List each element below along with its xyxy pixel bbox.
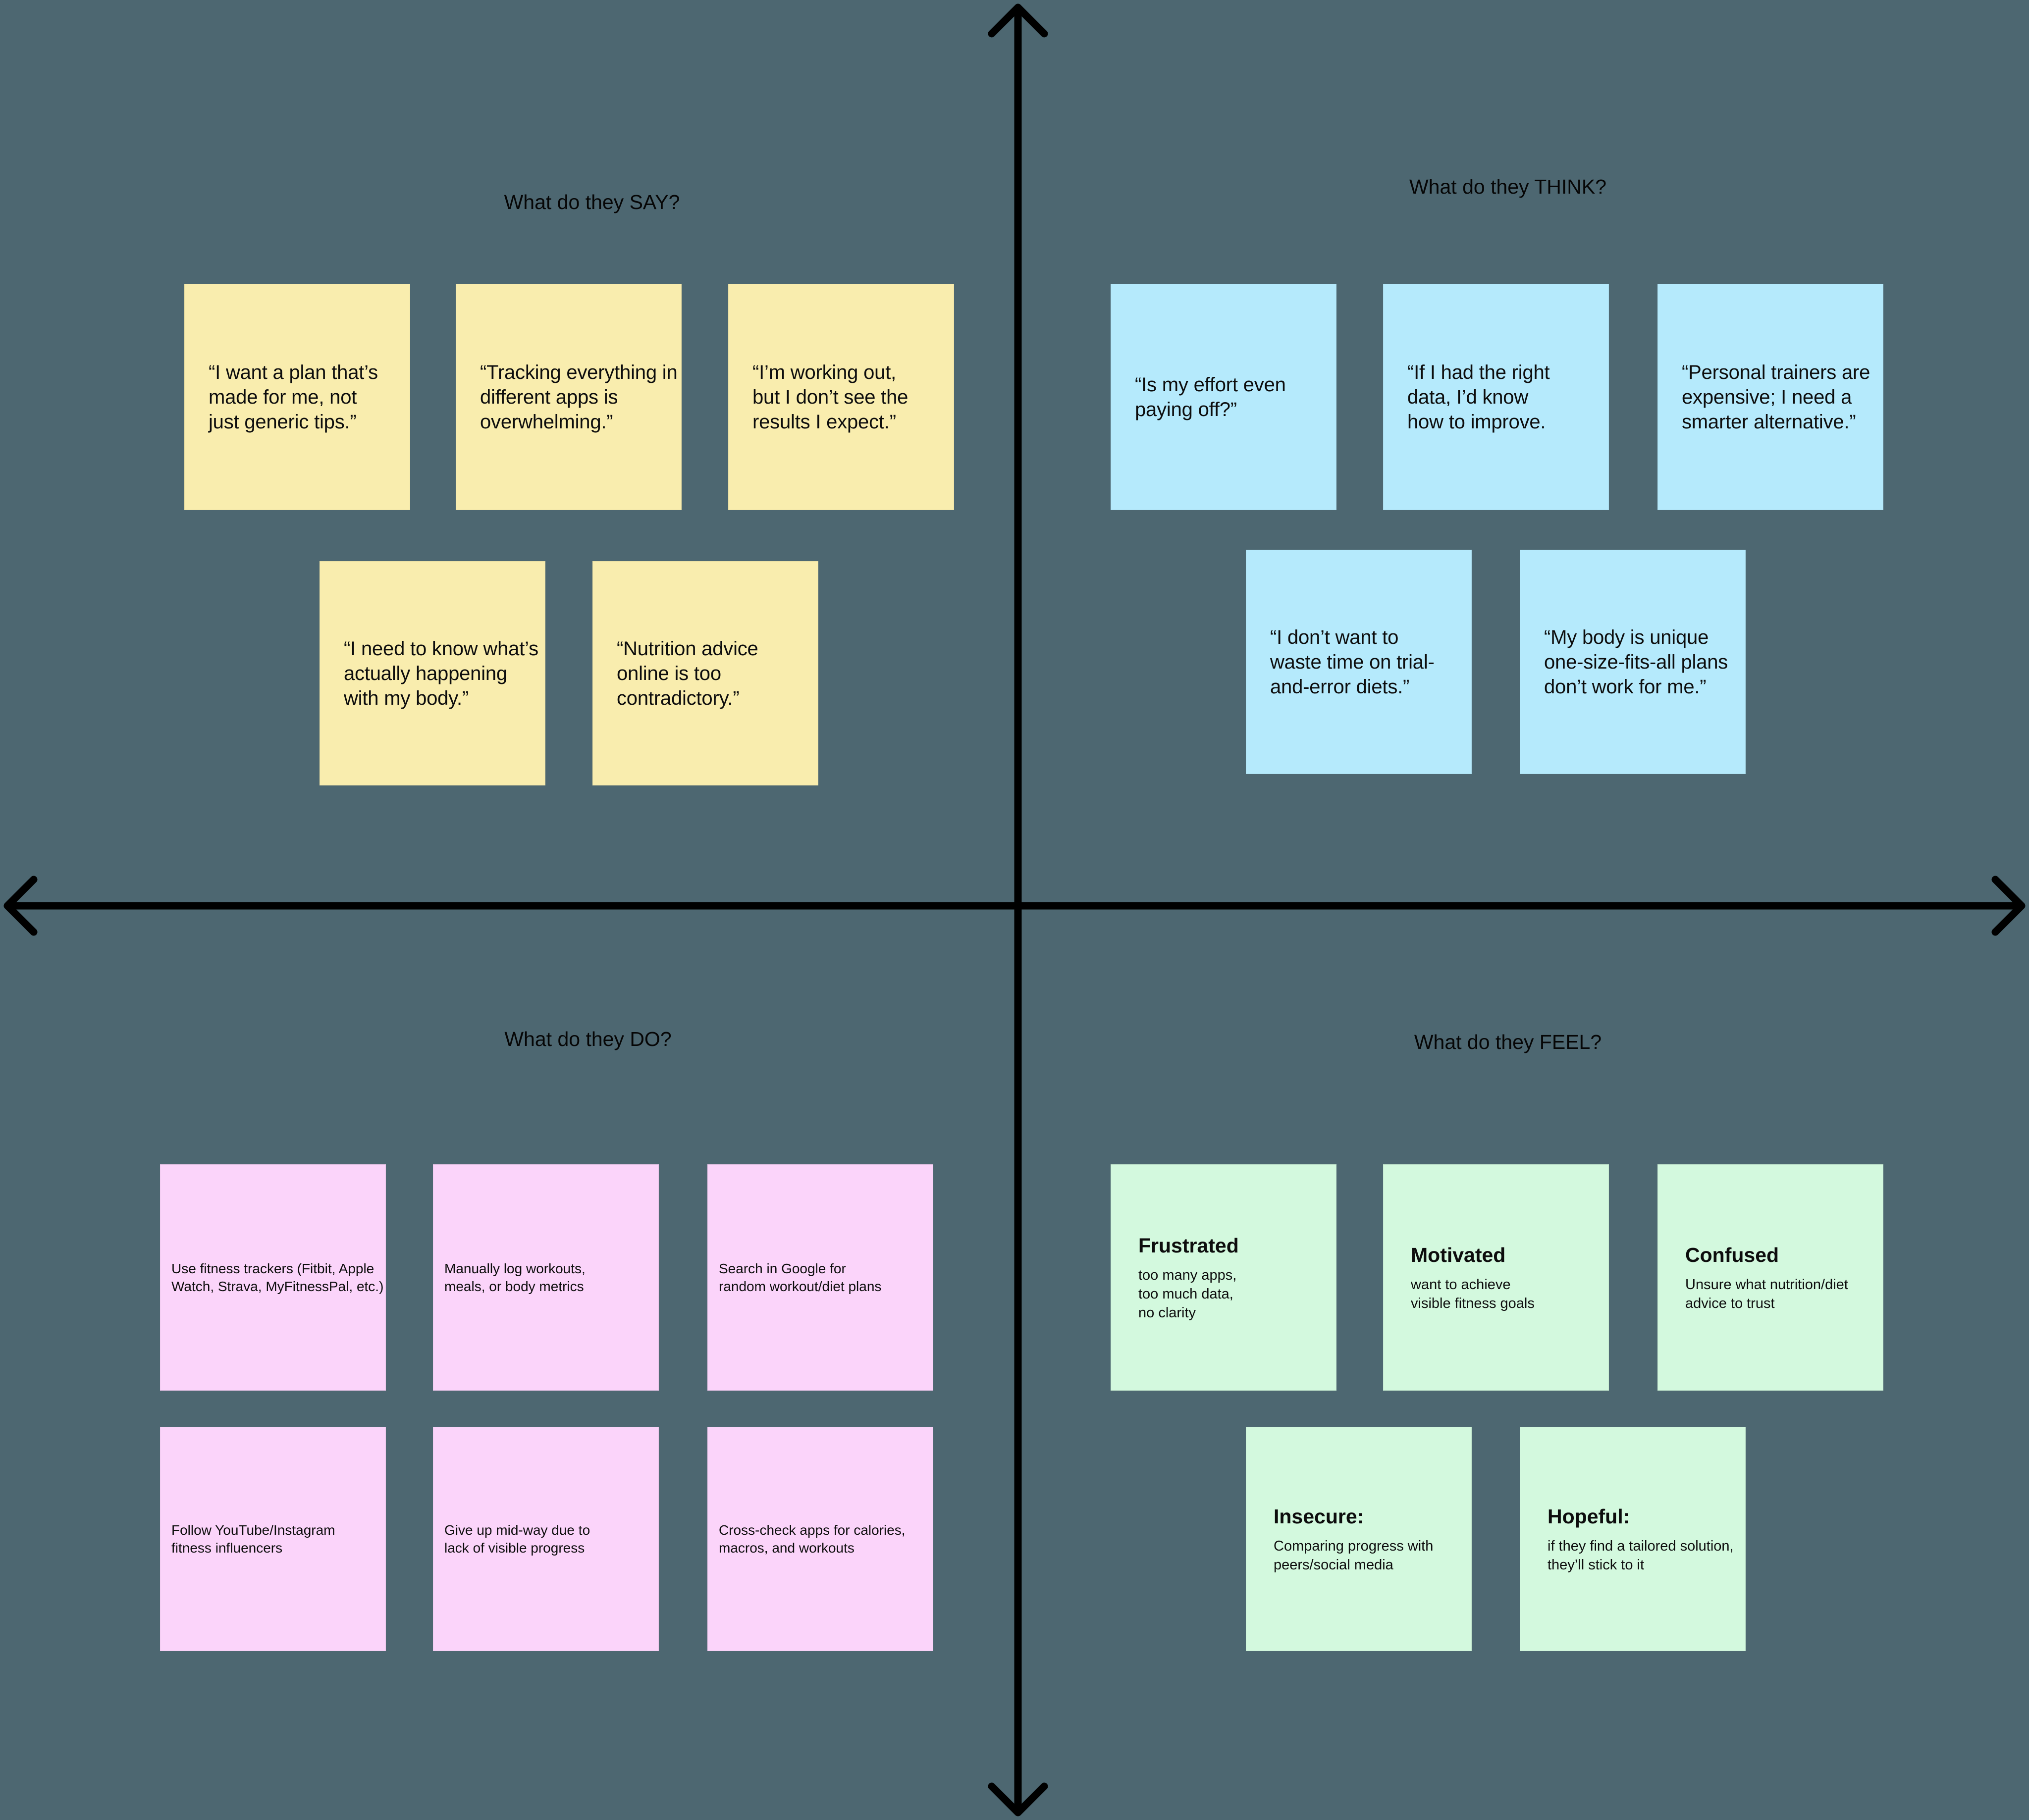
note-text: if they find a tailored solution, they’l… bbox=[1548, 1538, 1734, 1573]
sticky-note-say-2[interactable]: “Tracking everything in different apps i… bbox=[456, 284, 682, 510]
note-heading: Hopeful: bbox=[1548, 1505, 1630, 1528]
sticky-note-feel-3[interactable]: Confused Unsure what nutrition/diet advi… bbox=[1657, 1164, 1883, 1391]
note-text: “My body is unique one-size-fits-all pla… bbox=[1544, 626, 1728, 698]
note-text: Comparing progress with peers/social med… bbox=[1274, 1538, 1434, 1573]
arrowhead-left-icon bbox=[3, 876, 38, 936]
sticky-note-say-5[interactable]: “Nutrition advice online is too contradi… bbox=[592, 561, 818, 785]
note-text: “Tracking everything in different apps i… bbox=[480, 361, 678, 433]
note-heading: Frustrated bbox=[1138, 1234, 1239, 1257]
sticky-note-feel-1[interactable]: Frustrated too many apps, too much data,… bbox=[1111, 1164, 1336, 1391]
sticky-note-say-1[interactable]: “I want a plan that’s made for me, not j… bbox=[184, 284, 410, 510]
note-text: “If I had the right data, I’d know how t… bbox=[1407, 361, 1550, 433]
note-text: Manually log workouts, meals, or body me… bbox=[444, 1260, 586, 1294]
note-text: “Is my effort even paying off?” bbox=[1135, 373, 1286, 420]
note-text: “I want a plan that’s made for me, not j… bbox=[209, 361, 378, 433]
note-text: Use fitness trackers (Fitbit, Apple Watc… bbox=[171, 1260, 384, 1294]
note-text: “Personal trainers are expensive; I need… bbox=[1682, 361, 1870, 433]
quadrant-title-feel: What do they FEEL? bbox=[1414, 1031, 1602, 1053]
note-text: want to achieve visible fitness goals bbox=[1411, 1276, 1535, 1311]
sticky-note-think-3[interactable]: “Personal trainers are expensive; I need… bbox=[1657, 284, 1883, 510]
arrowhead-up-icon bbox=[988, 3, 1048, 38]
sticky-note-do-1[interactable]: Use fitness trackers (Fitbit, Apple Watc… bbox=[160, 1164, 386, 1391]
sticky-note-think-2[interactable]: “If I had the right data, I’d know how t… bbox=[1383, 284, 1609, 510]
sticky-note-do-3[interactable]: Search in Google for random workout/diet… bbox=[707, 1164, 933, 1391]
note-text: Search in Google for random workout/diet… bbox=[719, 1260, 882, 1294]
sticky-note-say-4[interactable]: “I need to know what’s actually happenin… bbox=[320, 561, 545, 785]
note-text: “I don’t want to waste time on trial- an… bbox=[1270, 626, 1435, 698]
note-text: Follow YouTube/Instagram fitness influen… bbox=[171, 1522, 335, 1556]
note-heading: Insecure: bbox=[1274, 1505, 1364, 1528]
sticky-note-think-4[interactable]: “I don’t want to waste time on trial- an… bbox=[1246, 550, 1472, 774]
sticky-note-feel-5[interactable]: Hopeful: if they find a tailored solutio… bbox=[1520, 1427, 1746, 1651]
arrowhead-down-icon bbox=[988, 1782, 1048, 1817]
note-text: “I’m working out, but I don’t see the re… bbox=[752, 361, 908, 433]
note-text: too many apps, too much data, no clarity bbox=[1138, 1267, 1237, 1321]
sticky-note-think-5[interactable]: “My body is unique one-size-fits-all pla… bbox=[1520, 550, 1746, 774]
quadrant-title-think: What do they THINK? bbox=[1409, 175, 1607, 198]
sticky-note-feel-4[interactable]: Insecure: Comparing progress with peers/… bbox=[1246, 1427, 1472, 1651]
note-heading: Confused bbox=[1685, 1243, 1779, 1266]
quadrant-title-say: What do they SAY? bbox=[504, 191, 680, 213]
sticky-note-think-1[interactable]: “Is my effort even paying off?” bbox=[1111, 284, 1336, 510]
sticky-note-say-3[interactable]: “I’m working out, but I don’t see the re… bbox=[728, 284, 954, 510]
sticky-note-do-4[interactable]: Follow YouTube/Instagram fitness influen… bbox=[160, 1427, 386, 1651]
arrowhead-right-icon bbox=[1991, 876, 2026, 936]
note-text: “Nutrition advice online is too contradi… bbox=[617, 637, 758, 709]
note-text: Give up mid-way due to lack of visible p… bbox=[444, 1522, 590, 1556]
sticky-note-do-5[interactable]: Give up mid-way due to lack of visible p… bbox=[433, 1427, 659, 1651]
quadrant-title-do: What do they DO? bbox=[504, 1028, 672, 1050]
sticky-note-feel-2[interactable]: Motivated want to achieve visible fitnes… bbox=[1383, 1164, 1609, 1391]
note-text: Cross-check apps for calories, macros, a… bbox=[719, 1522, 906, 1556]
sticky-note-do-2[interactable]: Manually log workouts, meals, or body me… bbox=[433, 1164, 659, 1391]
note-text: Unsure what nutrition/diet advice to tru… bbox=[1685, 1276, 1848, 1311]
note-heading: Motivated bbox=[1411, 1243, 1506, 1266]
note-text: “I need to know what’s actually happenin… bbox=[344, 637, 538, 709]
sticky-note-do-6[interactable]: Cross-check apps for calories, macros, a… bbox=[707, 1427, 933, 1651]
